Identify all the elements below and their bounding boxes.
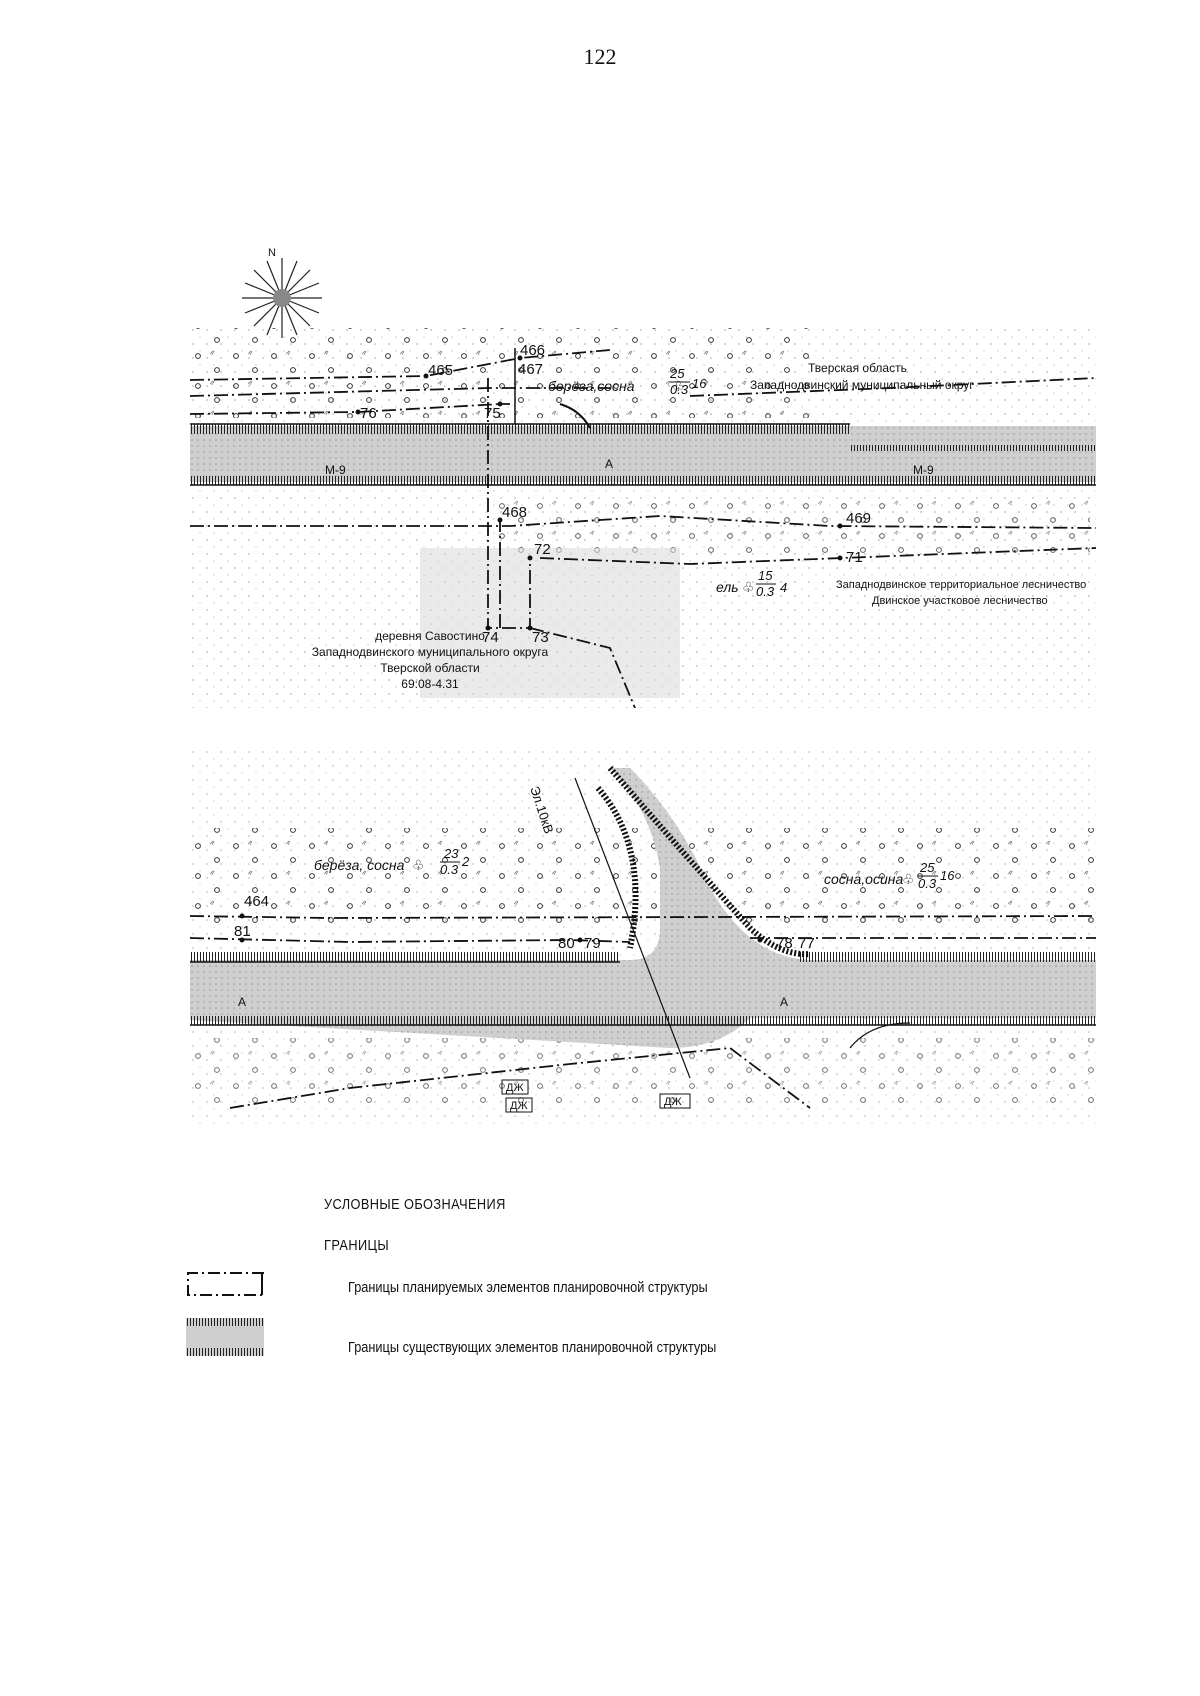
point-73: 73 — [532, 629, 549, 646]
village-label: деревня Савостино Западнодвинского муниц… — [312, 629, 549, 691]
village-line-1: деревня Савостино — [375, 629, 485, 643]
point-71: 71 — [846, 549, 863, 566]
road-label-a-east: А — [780, 995, 788, 1009]
tree-icon: ♧ — [902, 871, 915, 887]
point-80: 80 — [558, 935, 575, 952]
point-465: 465 — [428, 362, 453, 379]
tree-note-1: берёза,сосна ♧ 25 0.3 16 — [548, 366, 707, 397]
tree-extra: 16 — [940, 868, 955, 883]
tree-icon: ♧ — [742, 579, 755, 595]
legend-title: УСЛОВНЫЕ ОБОЗНАЧЕНИЯ — [324, 1196, 506, 1213]
compass-rose-icon: N — [242, 247, 322, 338]
tree-species: сосна,осина — [824, 871, 903, 887]
road-labels: А А — [238, 995, 788, 1009]
hatched-boundary-icon — [186, 1318, 264, 1356]
tree-extra: 16 — [692, 376, 707, 391]
point-labels: 464 81 80 79 78 77 — [234, 893, 815, 952]
village-line-3: Тверской области — [380, 661, 479, 675]
point-74: 74 — [482, 629, 499, 646]
region-line-1: Тверская область — [808, 361, 907, 375]
building-label: ДЖ — [664, 1096, 682, 1108]
tree-num: 23 — [443, 846, 459, 861]
tree-species: ель — [716, 579, 739, 595]
planned-boundaries — [190, 915, 1096, 1109]
buildings: ДЖ ДЖ ДЖ — [501, 1079, 691, 1113]
tree-num: 25 — [669, 366, 685, 381]
tree-note-2: ель ♧ 15 0.3 4 — [716, 568, 787, 599]
point-78: 78 — [776, 935, 793, 952]
road-label-a-west: А — [238, 995, 246, 1009]
boundary-points — [355, 355, 843, 631]
village-cadastre: 69:08-4.31 — [401, 677, 459, 691]
point-77: 77 — [798, 935, 815, 952]
north-letter: N — [268, 247, 276, 259]
tree-extra: 2 — [461, 854, 470, 869]
page-number: 122 — [583, 44, 617, 69]
region-label: Тверская область Западнодвинский муницип… — [750, 361, 974, 392]
tree-den: 0.3 — [756, 584, 775, 599]
map-bottom: Эл.10кВ 464 81 80 79 78 77 А А берёза, с… — [190, 748, 1096, 1126]
tree-den: 0.3 — [918, 876, 937, 891]
tree-note-2: сосна,осина ♧ 25 0.3 16 — [824, 860, 955, 891]
tree-den: 0.3 — [440, 862, 459, 877]
tree-extra: 4 — [780, 580, 787, 595]
point-464: 464 — [244, 893, 269, 910]
region-line-2: Западнодвинский муниципальный округ — [750, 378, 974, 392]
point-75: 75 — [484, 405, 501, 422]
dash-dot-boundary-icon — [187, 1272, 264, 1296]
boundary-points — [239, 913, 763, 943]
building-label: ДЖ — [506, 1082, 524, 1094]
point-467: 467 — [518, 361, 543, 378]
tree-species: берёза,сосна — [548, 378, 635, 394]
building-label: ДЖ — [510, 1100, 528, 1112]
forestry-line-1: Западнодвинское территориальное лесничес… — [836, 579, 1086, 591]
legend-subtitle: ГРАНИЦЫ — [324, 1237, 390, 1254]
point-468: 468 — [502, 504, 527, 521]
point-72: 72 — [534, 541, 551, 558]
road-label-m9-west: М-9 — [325, 463, 346, 477]
map-top: N 465 — [190, 247, 1096, 708]
point-labels: 465 466 467 75 76 468 469 72 71 74 73 — [360, 342, 871, 646]
village-line-2: Западнодвинского муниципального округа — [312, 645, 549, 659]
point-81: 81 — [234, 923, 251, 940]
tree-species: берёза, сосна — [314, 857, 405, 873]
road-labels: М-9 М-9 А — [325, 457, 934, 477]
tree-icon: ♧ — [412, 857, 425, 873]
point-469: 469 — [846, 510, 871, 527]
point-76: 76 — [360, 405, 377, 422]
tree-note-1: берёза, сосна ♧ 23 0.3 2 — [314, 846, 470, 877]
road-a — [190, 766, 1096, 1049]
forestry-label: Западнодвинское территориальное лесничес… — [836, 579, 1086, 607]
legend-item-existing: Границы существующих элементов планирово… — [348, 1340, 717, 1356]
forestry-line-2: Двинское участковое лесничество — [872, 595, 1048, 607]
road-label-a: А — [605, 457, 613, 471]
road-m9 — [190, 423, 1096, 486]
planned-boundaries — [190, 349, 1096, 708]
point-466: 466 — [520, 342, 545, 359]
tree-num: 25 — [919, 860, 935, 875]
tree-num: 15 — [758, 568, 773, 583]
legend-item-planned: Границы планируемых элементов планировоч… — [348, 1280, 708, 1296]
tree-den: 0.3 — [670, 382, 689, 397]
point-79: 79 — [584, 935, 601, 952]
road-label-m9-east: М-9 — [913, 463, 934, 477]
